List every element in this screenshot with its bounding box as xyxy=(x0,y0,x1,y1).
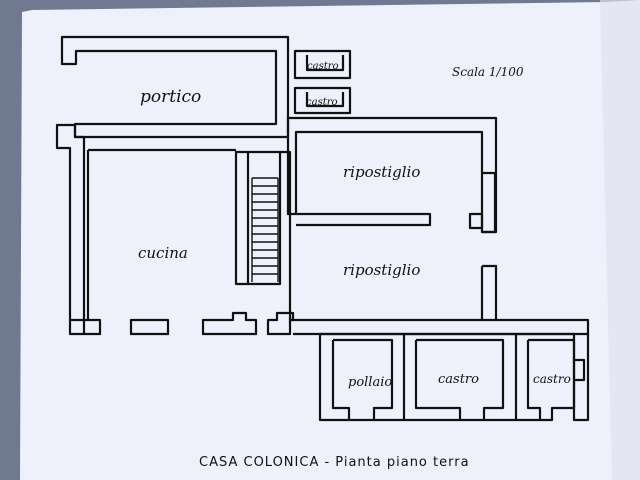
castro-2-wall xyxy=(293,86,352,115)
castro-1-wall xyxy=(293,49,352,80)
cucina-top-wall xyxy=(86,148,236,320)
stairs xyxy=(251,177,279,282)
cucina-label: cucina xyxy=(138,244,188,262)
cucina-right-wall xyxy=(234,150,292,292)
right-recess-wall xyxy=(468,171,497,234)
castro-2-label: castro xyxy=(306,97,338,108)
castro-3-wall xyxy=(404,332,518,422)
castro-3-label: castro xyxy=(438,372,479,387)
portico-label: portico xyxy=(140,87,201,107)
ripostiglio-upper-label: ripostiglio xyxy=(343,163,420,181)
castro-1-label: castro xyxy=(307,61,339,72)
portico-wall xyxy=(60,35,290,139)
room-labels: portico castro castro ripostiglio ripost… xyxy=(138,61,571,390)
scale-label: Scala 1/100 xyxy=(452,65,524,79)
cucina-outer-wall xyxy=(55,123,102,336)
castro-4-wall xyxy=(516,332,588,422)
plan-caption: CASA COLONICA - Pianta piano terra xyxy=(199,455,470,470)
ripostiglio-partition xyxy=(296,212,432,227)
cucina-bottom-wall-segment-2 xyxy=(201,311,258,336)
castro-4-label: castro xyxy=(533,372,571,386)
ripostiglio-lower-label: ripostiglio xyxy=(343,261,420,279)
paper-shadow-edge xyxy=(600,0,640,480)
cucina-bottom-wall-segment-1 xyxy=(129,318,170,336)
paper xyxy=(20,0,640,480)
walls xyxy=(55,35,590,422)
pollaio-label: pollaio xyxy=(348,375,392,390)
